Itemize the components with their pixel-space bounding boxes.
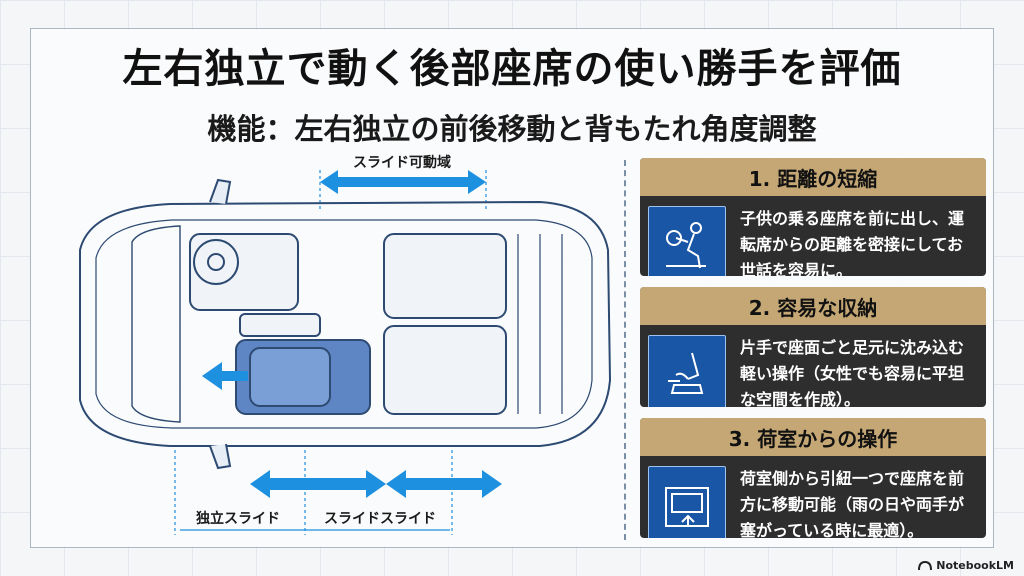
slide-range-arrow bbox=[319, 170, 487, 210]
seat-move-arrow bbox=[202, 362, 248, 390]
driver-seat-icon bbox=[648, 206, 726, 276]
independent-slide-label: 独立スライド bbox=[196, 511, 280, 527]
brand-logo-icon bbox=[918, 560, 933, 570]
card-text: 子供の乗る座席を前に出し、運転席からの距離を密接にしてお世話を容易に。 bbox=[740, 209, 965, 276]
card-heading: 3. 荷室からの操作 bbox=[640, 418, 986, 456]
car-diagram bbox=[79, 170, 612, 535]
card-distance: 1. 距離の短縮 子供の乗る座席を前に出し、運転席からの距離を密接にしてお世話を… bbox=[640, 158, 986, 276]
page-title: 左右独立で動く後部座席の使い勝手を評価 bbox=[122, 46, 902, 92]
section-divider bbox=[624, 160, 626, 540]
folding-seat-icon bbox=[648, 335, 726, 407]
card-storage: 2. 容易な収納 片手で座面ごと足元に沈み込む軽い操作（女性でも容易に平坦な空間… bbox=[640, 287, 986, 407]
card-text: 片手で座面ごと足元に沈み込む軽い操作（女性でも容易に平坦な空間を作成）。 bbox=[740, 338, 965, 407]
brand-mark: NotebookLM bbox=[918, 559, 1014, 572]
car-body bbox=[79, 178, 612, 470]
card-text: 荷室側から引紐一つで座席を前方に移動可能（雨の日や両手が塞がっている時に最適）。 bbox=[740, 469, 965, 538]
slide-slide-label: スライドスライド bbox=[324, 511, 436, 527]
card-heading: 2. 容易な収納 bbox=[640, 287, 986, 325]
page-subtitle: 機能：左右独立の前後移動と背もたれ角度調整 bbox=[207, 112, 817, 146]
slide-range-label: スライド可動域 bbox=[353, 155, 451, 171]
card-heading: 1. 距離の短縮 bbox=[640, 158, 986, 196]
card-cargo-operation: 3. 荷室からの操作 荷室側から引紐一つで座席を前方に移動可能（雨の日や両手が塞… bbox=[640, 418, 986, 538]
bottom-slide-arrows bbox=[174, 450, 502, 535]
cargo-strap-icon bbox=[648, 466, 726, 538]
brand-name: NotebookLM bbox=[936, 559, 1014, 572]
